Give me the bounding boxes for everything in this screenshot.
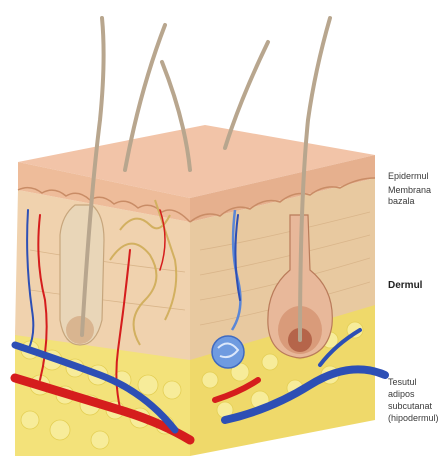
- label-epidermis: Epidermul: [388, 171, 429, 182]
- label-dermis: Dermul: [388, 280, 422, 291]
- label-subcutaneous-line3: subcutanat: [388, 401, 432, 412]
- label-subcutaneous-line2: adipos: [388, 389, 415, 400]
- label-basal-membrane-line1: Membrana: [388, 185, 431, 196]
- label-subcutaneous-line4: (hipodermul): [388, 413, 439, 424]
- label-subcutaneous-line1: Tesutul: [388, 377, 417, 388]
- label-basal-membrane-line2: bazala: [388, 196, 415, 207]
